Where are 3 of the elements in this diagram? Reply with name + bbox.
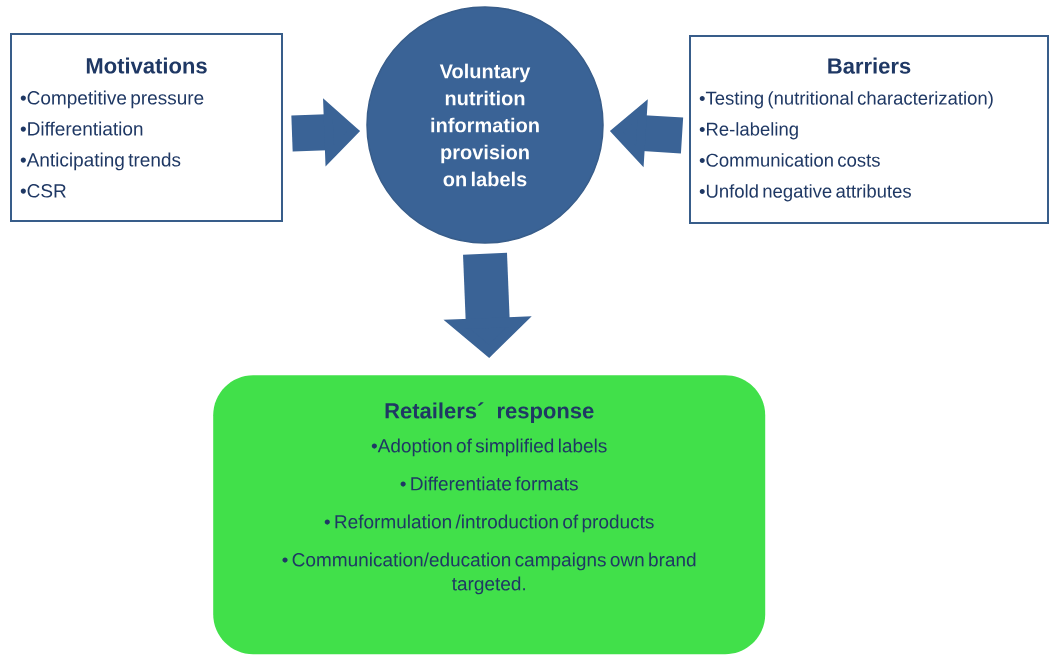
process-box: Motivations •Competitive pressure •Differentiation •Anticipating trends •CSR xyxy=(10,33,283,222)
result-box: Retailers´ response •Adoption of simplified labels • Differentiate formats • Reformulation /introduction of products • Communication/education campaigns own brand targeted. xyxy=(213,375,766,655)
process-box: Barriers •Testing (nutritional characterization) •Re-labeling •Communication costs •Unfold negative attributes xyxy=(689,35,1049,224)
